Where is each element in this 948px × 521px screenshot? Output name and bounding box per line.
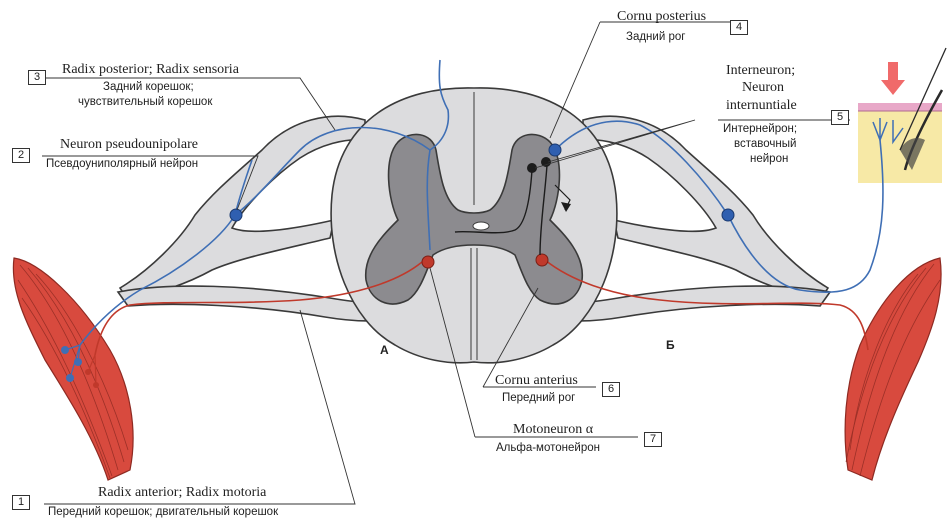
cornu-posterius-russian: Задний рог: [626, 32, 685, 44]
neuron-pseudounipolare-russian: Псевдоуниполярный нейрон: [46, 159, 198, 171]
label-2-number: 2: [12, 148, 30, 163]
motoneuron-alpha-russian: Альфа-мотонейрон: [496, 443, 600, 455]
cornu-anterius-russian: Передний рог: [502, 393, 575, 405]
interneuron-russian-1: Интернейрон;: [723, 124, 797, 136]
radix-posterior-russian-2: чувствительный корешок: [78, 97, 212, 109]
cornu-posterius-latin: Cornu posterius: [617, 10, 706, 24]
radix-anterior-latin: Radix anterior; Radix motoria: [98, 486, 266, 500]
skin-receptor-inset: [858, 48, 946, 183]
side-label-b: Б: [666, 338, 675, 352]
radix-posterior-russian-1: Задний корешок;: [103, 82, 194, 94]
interneuron-latin-1: Interneuron;: [726, 64, 795, 78]
label-7-number: 7: [644, 432, 662, 447]
interneuron-russian-2: вставочный: [734, 139, 796, 151]
label-4-number: 4: [730, 20, 748, 35]
interneuron-russian-3: нейрон: [750, 154, 788, 166]
interneuron-latin-3: internuntiale: [726, 99, 797, 113]
label-3-number: 3: [28, 70, 46, 85]
label-1-number: 1: [12, 495, 30, 510]
radix-posterior-latin: Radix posterior; Radix sensoria: [62, 63, 239, 77]
neuron-pseudounipolare-latin: Neuron pseudounipolare: [60, 138, 198, 152]
label-5-number: 5: [831, 110, 849, 125]
interneuron-latin-2: Neuron: [742, 81, 784, 95]
right-muscle: [845, 258, 941, 480]
cornu-anterius-latin: Cornu anterius: [495, 374, 578, 388]
central-canal: [473, 222, 489, 230]
radix-anterior-russian: Передний корешок; двигательный корешок: [48, 507, 278, 519]
side-label-a: А: [380, 343, 389, 357]
motoneuron-alpha-latin: Motoneuron α: [513, 423, 593, 437]
label-6-number: 6: [602, 382, 620, 397]
